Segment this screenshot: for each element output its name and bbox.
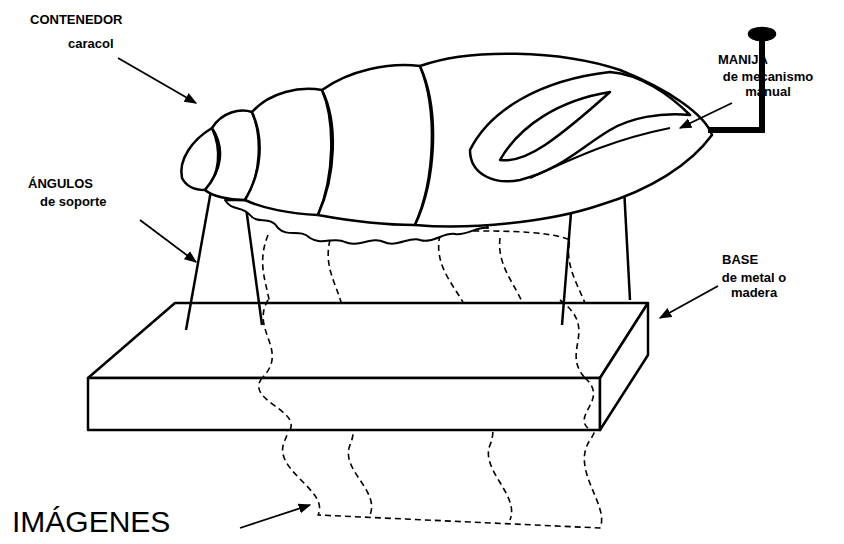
- figure-caption-label: IMÁGENES: [12, 505, 170, 539]
- part-name: ÁNGULOS: [28, 176, 93, 191]
- snail-shell: [181, 54, 712, 227]
- base-block: [88, 303, 648, 430]
- part-subname: de soporte: [40, 194, 106, 209]
- part-name: BASE: [722, 252, 758, 267]
- part-name: CONTENEDOR: [30, 12, 122, 27]
- part-subname: de metal o madera: [708, 270, 800, 300]
- part-subname: de mecanismo manual: [722, 69, 814, 99]
- leader-arrows: [118, 58, 732, 528]
- part-subname: caracol: [68, 36, 114, 51]
- part-name: MANIJA: [718, 52, 768, 67]
- shell-aperture: [470, 72, 690, 181]
